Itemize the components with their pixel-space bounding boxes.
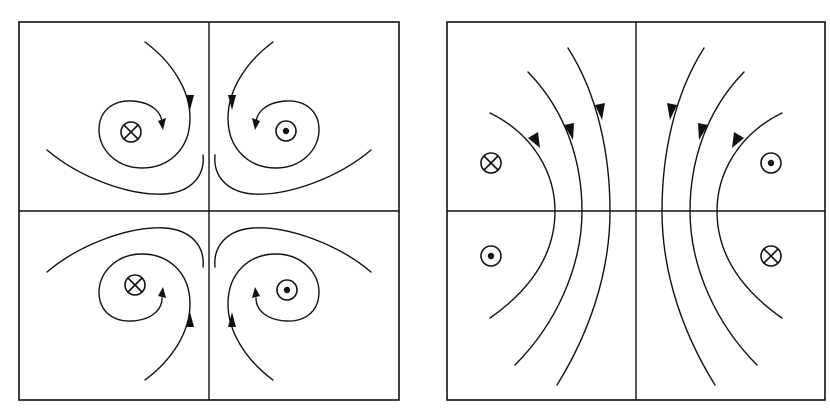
field-line [489,112,556,319]
left-quadrant-bottom-right [214,227,372,381]
current-out-of-page-symbol [275,120,297,142]
field-line-spiral [227,41,320,169]
field-line [514,71,583,366]
current-into-page-symbol [480,152,502,174]
arrowhead [228,95,236,110]
field-line-outer [214,149,372,195]
current-out-of-page-symbol [760,152,782,174]
arrowhead [667,103,677,120]
current-into-page-symbol [120,121,142,143]
arrowhead [528,132,540,148]
arrowhead [228,312,236,327]
field-line [689,71,758,366]
arrowhead [158,287,166,298]
field-line-spiral [98,41,191,169]
arrowhead [252,287,260,298]
field-line [556,47,611,386]
arrowhead [158,118,166,130]
current-into-page-symbol [124,274,146,296]
arrowhead [595,103,605,120]
current-out-of-page-symbol [480,245,502,267]
right-panel [446,21,826,401]
field-line-spiral [227,253,320,381]
left-quadrant-bottom-left [46,227,204,381]
arrowhead [698,123,708,140]
left-quadrant-top-right [214,41,372,195]
current-out-of-page-symbol [276,279,298,301]
arrowhead [252,118,260,130]
arrowhead [186,95,194,110]
left-panel [18,21,400,401]
field-line-outer [46,227,204,273]
field-line [661,47,716,386]
arrowhead [732,132,744,148]
field-line [716,112,783,319]
field-line-outer [214,227,372,273]
current-into-page-symbol [760,245,782,267]
arrowhead [186,312,194,327]
arrowhead [564,123,574,140]
left-quadrant-top-left [46,41,204,195]
field-line-outer [46,149,204,195]
field-line-spiral [98,253,191,381]
